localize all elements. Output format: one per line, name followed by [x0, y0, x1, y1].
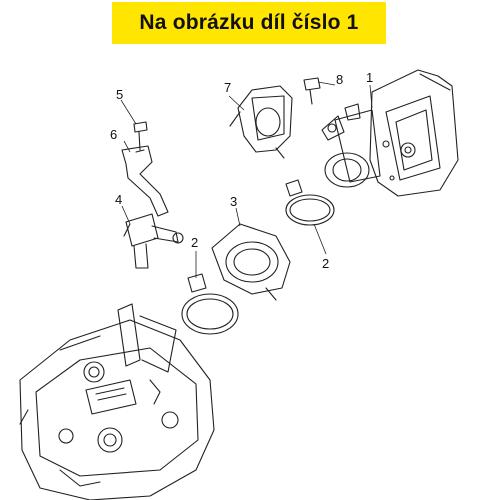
bolt-part-8: [303, 77, 321, 105]
callout-1: 1: [366, 70, 373, 85]
cover-part-7: [229, 85, 293, 159]
callout-6: 6: [110, 127, 117, 142]
callout-2-left: 2: [191, 235, 198, 250]
banner-title: Na obrázku díl číslo 1: [139, 11, 359, 34]
title-banner: Na obrázku díl číslo 1: [112, 2, 386, 44]
bolt-part-5: [133, 121, 148, 151]
leader-lines: [120, 81, 373, 278]
intake-sleeve-part-3: [211, 223, 291, 301]
callout-2-right: 2: [322, 256, 329, 271]
callout-4: 4: [115, 192, 122, 207]
bracket-part-6: [121, 145, 169, 217]
injector-part-4: [123, 213, 184, 269]
cylinder-head: [19, 303, 215, 500]
throttle-body-part-1: [321, 69, 459, 197]
callout-5: 5: [116, 87, 123, 102]
clamp-part-2-left: [181, 273, 239, 335]
callout-3: 3: [230, 194, 237, 209]
clamp-part-2-right: [285, 179, 335, 226]
callout-8: 8: [336, 72, 343, 87]
callout-7: 7: [224, 80, 231, 95]
